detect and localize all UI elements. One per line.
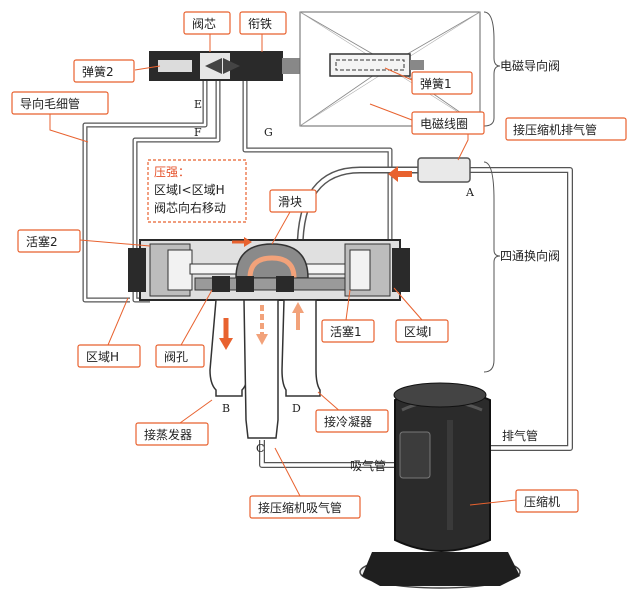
label-to-evaporator: 接蒸发器 (144, 427, 192, 442)
compressor-unit (359, 382, 521, 589)
letter-b: B (222, 402, 230, 415)
label-spring2: 弹簧2 (82, 64, 114, 79)
callout-leaders (49, 34, 517, 506)
letter-a: A (465, 186, 475, 199)
note-line1: 压强： (154, 165, 190, 179)
port-b-tube (209, 299, 249, 397)
label-to-condenser: 接冷凝器 (324, 414, 372, 429)
bracket-four-way (483, 161, 501, 373)
label-discharge-pipe: 排气管 (502, 428, 538, 443)
label-four-way-valve: 四通换向阀 (500, 248, 560, 263)
port-a-fitting (417, 157, 471, 183)
port-c-tube (243, 299, 279, 439)
letter-c: C (256, 442, 264, 455)
port-d-tube (281, 299, 321, 397)
label-coil: 电磁线圈 (420, 116, 468, 131)
label-slider: 滑块 (278, 195, 302, 209)
note-line3: 阀芯向右移动 (154, 200, 226, 215)
letter-d: D (292, 402, 301, 415)
labels: 阀芯 衔铁 弹簧2 弹簧1 电磁导向阀 电磁线圈 导向毛细管 接压缩机排气管 活… (11, 11, 627, 519)
label-pilot-capillary: 导向毛细管 (20, 96, 80, 111)
solenoid-pilot-valve (149, 11, 481, 127)
letter-f: F (194, 126, 202, 139)
note-line2: 区域I<区域H (154, 183, 225, 197)
letter-g: G (264, 126, 273, 139)
label-valve-hole: 阀孔 (164, 350, 188, 364)
label-compressor: 压缩机 (524, 494, 560, 509)
label-to-discharge: 接压缩机排气管 (513, 122, 597, 137)
label-armature: 衔铁 (248, 17, 272, 31)
four-way-valve-body (128, 237, 410, 301)
port-tubes (209, 299, 321, 439)
label-valve-core: 阀芯 (192, 17, 216, 31)
armature-core (329, 53, 411, 77)
label-spring1: 弹簧1 (420, 76, 452, 91)
label-piston1: 活塞1 (330, 324, 362, 339)
label-to-suction: 接压缩机吸气管 (258, 500, 342, 515)
letter-e: E (194, 98, 202, 111)
label-piston2: 活塞2 (26, 234, 58, 249)
pressure-note: 压强： 区域I<区域H 阀芯向右移动 (147, 159, 247, 223)
label-suction-pipe: 吸气管 (350, 458, 386, 473)
label-zone-h: 区域H (86, 350, 119, 364)
label-zone-i: 区域I (404, 325, 432, 339)
label-solenoid-valve: 电磁导向阀 (500, 58, 560, 73)
port-letters: A B C D E F G (194, 98, 475, 455)
bracket-solenoid (483, 11, 501, 127)
